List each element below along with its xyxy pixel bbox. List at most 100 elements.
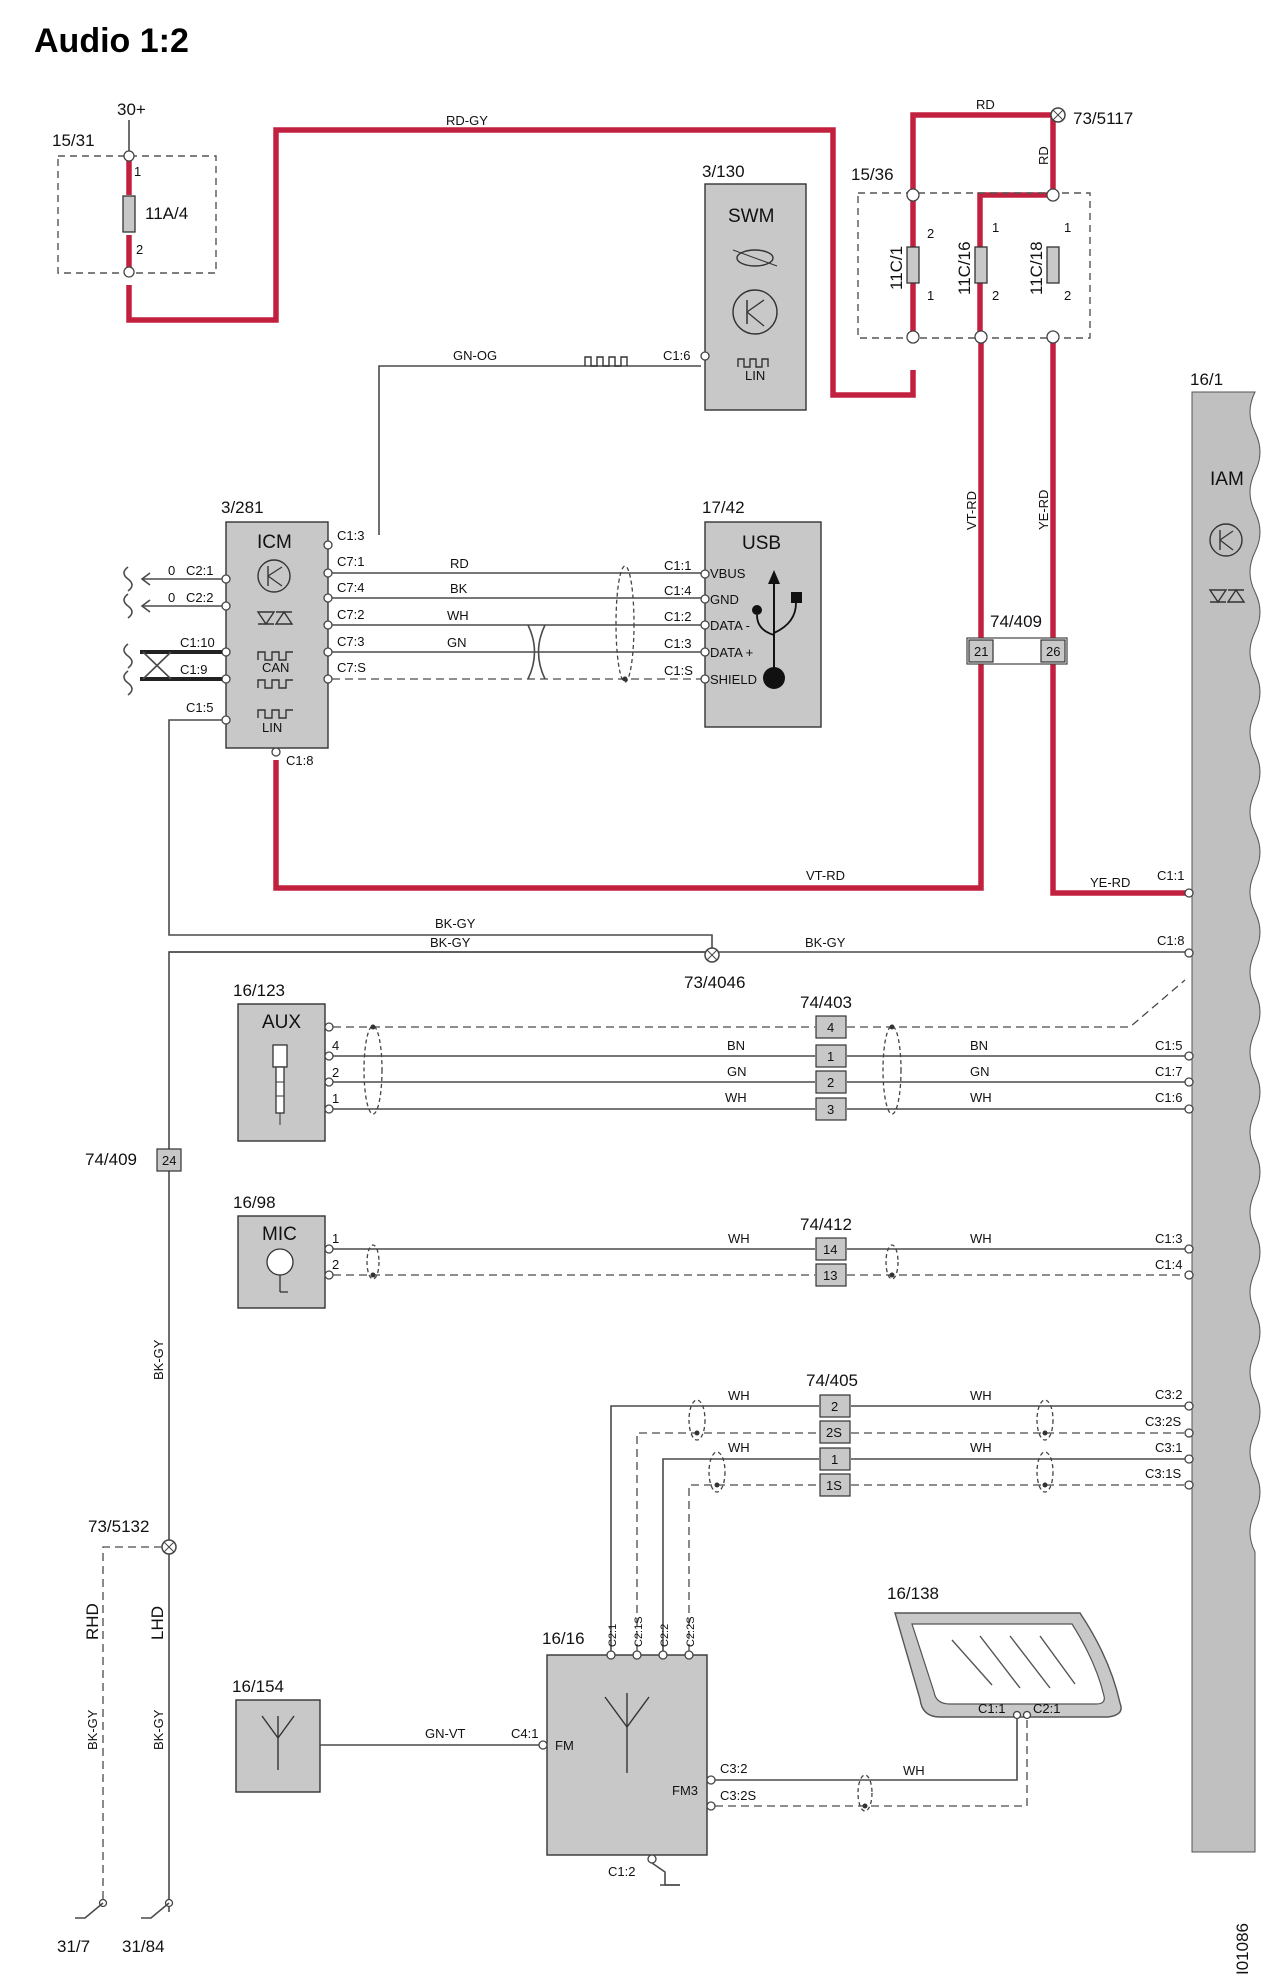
ground-lead (651, 1862, 680, 1886)
tuner-wires: WH WH WH WH (610, 1388, 1185, 1652)
antenna-icon (604, 1693, 650, 1773)
page-title: Audio 1:2 (34, 22, 189, 60)
usb-signal-label: DATA + (710, 645, 753, 660)
usb-signal-label: DATA - (710, 618, 750, 633)
pin-label: 2 (332, 1257, 339, 1272)
pin-label: C3:1 (1155, 1440, 1182, 1455)
can-label: CAN (262, 660, 289, 675)
pin-label: C7:S (337, 660, 366, 675)
pin-label: C4:1 (511, 1726, 538, 1741)
fuse-icon (974, 246, 988, 284)
fuse-label: 11C/18 (1027, 241, 1046, 295)
icm-module: 3/281 ICM CAN LIN C2:1 C2:2 C1:10 C1:9 C… (180, 498, 366, 768)
pin-label: C1:2 (664, 609, 691, 624)
iam-ref: 16/1 (1190, 370, 1223, 389)
lin-signal-icon (737, 358, 769, 368)
connector-pin: 21 (974, 644, 988, 659)
pin-label: 1 (332, 1231, 339, 1246)
fuse-icon (906, 246, 920, 284)
window-antenna-ref: 16/138 (887, 1584, 939, 1603)
fuse-icon (122, 195, 136, 233)
variants: RHD LHD BK-GY BK-GY (83, 1603, 167, 1750)
wire-label: WH (728, 1388, 750, 1403)
pin-label: C1:3 (664, 636, 691, 651)
connector-pin: 2 (827, 1075, 834, 1090)
pin-label: C1:3 (1155, 1231, 1182, 1246)
pin-label: 1 (332, 1091, 339, 1106)
pin-label: C1:8 (1157, 933, 1184, 948)
connector-ref: 74/403 (800, 993, 852, 1012)
connector-pin: 1 (831, 1452, 838, 1467)
fuse-label: 11C/1 (887, 246, 906, 290)
usb-ref: 17/42 (702, 498, 745, 517)
icm-name: ICM (257, 532, 292, 553)
connector-ref: 74/409 (990, 612, 1042, 631)
wire-vt-rd (273, 337, 984, 891)
splice-label: 73/4046 (684, 973, 745, 992)
pin-label: C3:1S (1145, 1466, 1181, 1481)
wire-label: WH (447, 608, 469, 623)
wire-rd-gy (126, 127, 916, 398)
fm-label: FM (555, 1738, 574, 1753)
transistor-icon (257, 559, 291, 593)
pin-label: C1:4 (664, 583, 691, 598)
value-label: 0 (168, 590, 175, 605)
connector-pin: 4 (827, 1020, 834, 1035)
wire-label-rd-vertical: RD (1036, 146, 1051, 165)
wire-label: BN (970, 1038, 988, 1053)
pin-label: 2 (927, 226, 934, 241)
wire-label-rd: RD (976, 97, 995, 112)
variant-lhd: LHD (148, 1606, 167, 1640)
antenna-module: 16/154 GN-VT (232, 1677, 539, 1793)
pin-label: 1 (927, 288, 934, 303)
pin-label: C2:1S (633, 1616, 645, 1647)
icm-ref: 3/281 (221, 498, 264, 517)
connector-pin: 13 (823, 1268, 837, 1283)
wire-label: WH (970, 1231, 992, 1246)
wire-label: WH (970, 1440, 992, 1455)
ground-label: 31/7 (57, 1937, 90, 1956)
pin-label: C1:S (664, 663, 693, 678)
wire-label: WH (970, 1090, 992, 1105)
triac-icon (1208, 588, 1246, 604)
lin-label: LIN (262, 720, 282, 735)
aux-ref: 16/123 (233, 981, 285, 1000)
lin-signal-icon (584, 356, 628, 367)
fuse-label: 11A/4 (145, 204, 188, 223)
pin-label: C1:5 (1155, 1038, 1182, 1053)
wire-label: GN-VT (425, 1726, 466, 1741)
power-wires (126, 112, 1188, 896)
pin-label: C7:3 (337, 634, 364, 649)
wire-label: BK-GY (151, 1709, 166, 1750)
pin-label: C2:2 (659, 1624, 671, 1647)
bk-gy-wires: BK-GY BK-GY BK-GY 73/4046 BK-GY (151, 916, 1185, 1912)
pin-label: 2 (992, 288, 999, 303)
connector-74-403: 74/403 4 1 2 3 (800, 993, 852, 1121)
pin-label: 1 (992, 220, 999, 235)
pin-label: C1:1 (978, 1701, 1005, 1716)
pin-label: C7:2 (337, 607, 364, 622)
connector-pin: 2 (831, 1399, 838, 1414)
pin-label: C3:2 (1155, 1387, 1182, 1402)
iam-name: IAM (1210, 469, 1244, 490)
wire-label: GN (447, 635, 467, 650)
wire-label: GN (727, 1064, 747, 1079)
connector-pin: 26 (1046, 644, 1060, 659)
wire-label-vt-rd-horizontal: VT-RD (806, 868, 845, 883)
antenna-ref: 16/154 (232, 1677, 284, 1696)
lin-label: LIN (745, 368, 765, 383)
can-signal-icon (257, 679, 293, 689)
connector-pin: 1 (827, 1049, 834, 1064)
connector-74-409-lower: 74/409 24 (85, 1148, 182, 1172)
supply-label: 30+ (117, 100, 146, 119)
usb-module: 17/42 USB VBUS GND DATA - DATA + SHIELD … (664, 498, 822, 728)
pin-label: C3:2 (720, 1761, 747, 1776)
pin-label: C1:8 (286, 753, 313, 768)
connector-pin: 14 (823, 1242, 837, 1257)
pin-label: 2 (332, 1065, 339, 1080)
wire-label: BK (450, 581, 468, 596)
wire-label: WH (725, 1090, 747, 1105)
wire-label: WH (903, 1763, 925, 1778)
pin-label: C1:1 (664, 558, 691, 573)
variant-rhd: RHD (83, 1603, 102, 1640)
